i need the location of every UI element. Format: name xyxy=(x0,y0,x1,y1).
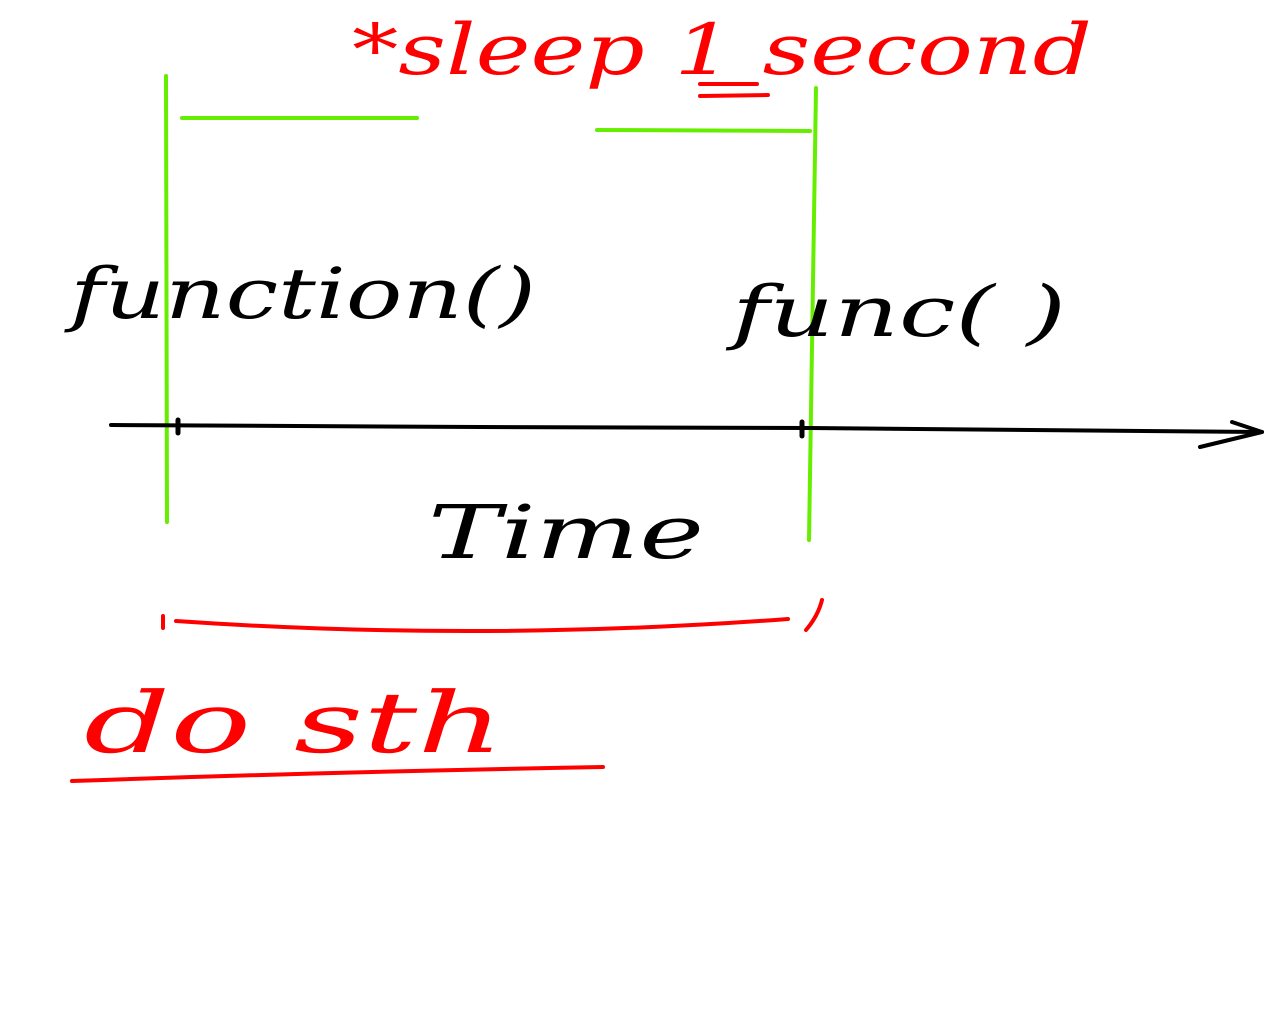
green-bracket-right xyxy=(595,128,812,133)
time-axis-label: Time xyxy=(428,490,704,576)
time-axis-arrowhead xyxy=(1198,420,1264,449)
time-axis xyxy=(109,423,1264,434)
first-call-label: function() xyxy=(63,253,536,335)
second-call-label: func( ) xyxy=(725,271,1066,353)
sleep-note-underline xyxy=(698,82,770,98)
green-marker-end xyxy=(807,86,818,542)
green-marker-start xyxy=(164,74,169,524)
sleep-note: *sleep 1 second xyxy=(352,9,1092,91)
interval-label-underline xyxy=(70,765,605,783)
interval-label: do sth xyxy=(84,674,504,772)
interval-bracket xyxy=(161,598,824,634)
